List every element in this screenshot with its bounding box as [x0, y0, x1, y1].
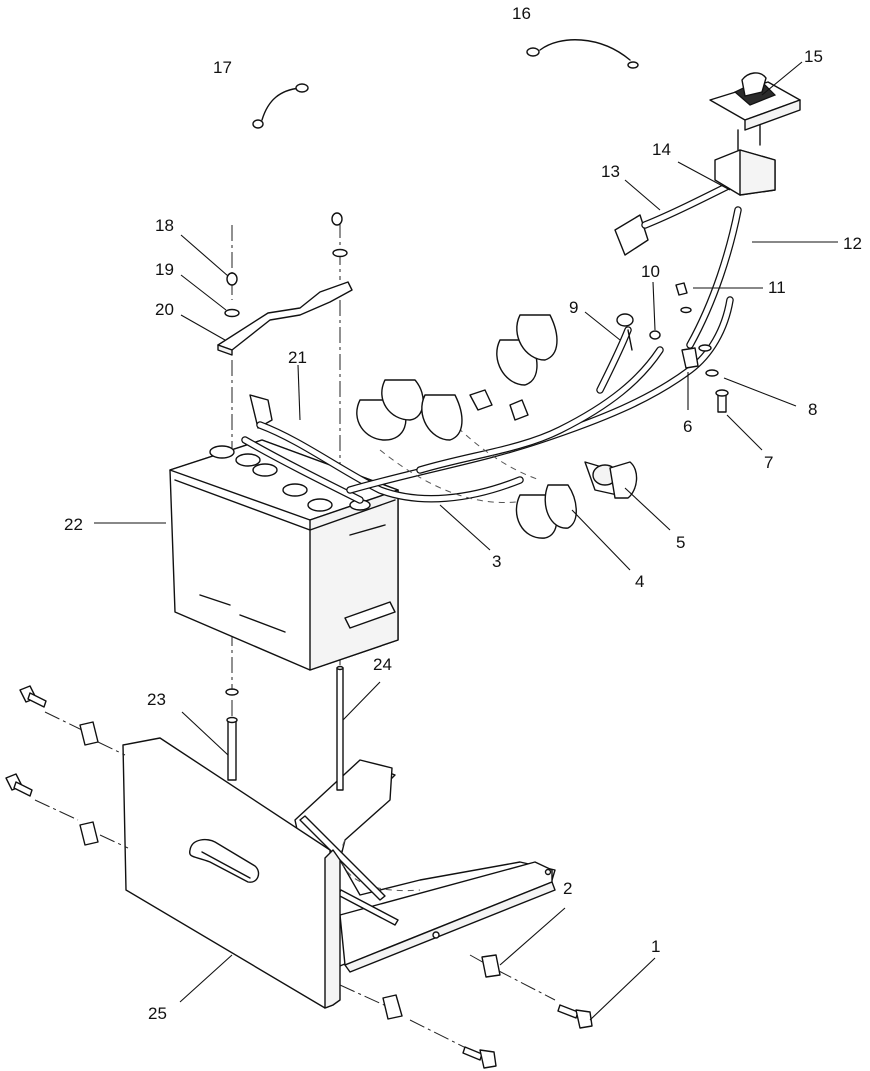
callout-labels: 1 2 3 4 5 6 7 8 9 10 11 12 13 14 15 16 1… [64, 4, 862, 1023]
battery-cable [241, 394, 524, 504]
cable-12 [686, 206, 742, 349]
callout-22: 22 [64, 515, 83, 534]
callout-24: 24 [373, 655, 392, 674]
ground-strap-16 [526, 39, 639, 69]
disconnect-switch-assembly [614, 72, 801, 256]
terminal-a [469, 389, 493, 411]
callout-13: 13 [601, 162, 620, 181]
callout-8: 8 [808, 400, 817, 419]
callout-25: 25 [148, 1004, 167, 1023]
callout-7: 7 [764, 453, 773, 472]
callout-6: 6 [683, 417, 692, 436]
callout-20: 20 [155, 300, 174, 319]
ground-strap-17 [252, 83, 309, 129]
battery [169, 439, 399, 671]
bolt-left-lower [5, 773, 33, 797]
terminal-9 [616, 313, 661, 351]
clamps [356, 314, 577, 539]
callout-14: 14 [652, 140, 671, 159]
callout-15: 15 [804, 47, 823, 66]
bolt-left-upper [19, 685, 47, 708]
callout-5: 5 [676, 533, 685, 552]
callout-18: 18 [155, 216, 174, 235]
bolt-right-1 [557, 1004, 593, 1029]
callout-17: 17 [213, 58, 232, 77]
callout-4: 4 [635, 572, 644, 591]
clip-2 [481, 954, 501, 978]
tray-fasteners [5, 685, 593, 1069]
connector-5 [584, 461, 638, 499]
callout-1: 1 [651, 937, 660, 956]
leader-lines [94, 61, 838, 1021]
callout-16: 16 [512, 4, 531, 23]
callout-11: 11 [768, 278, 786, 297]
callout-21: 21 [288, 348, 307, 367]
callout-10: 10 [641, 262, 660, 281]
callout-23: 23 [147, 690, 166, 709]
battery-tray [34, 711, 556, 1051]
callout-19: 19 [155, 260, 174, 279]
callout-3: 3 [492, 552, 501, 571]
callout-9: 9 [569, 298, 578, 317]
battery-bolt [225, 688, 239, 781]
callout-2: 2 [563, 879, 572, 898]
hold-down-bar [217, 212, 353, 356]
small-hardware [675, 282, 729, 413]
terminal-b [509, 399, 529, 421]
callout-12: 12 [843, 234, 862, 253]
bolt-right-2 [462, 1046, 497, 1069]
hold-down-rod [336, 665, 344, 791]
